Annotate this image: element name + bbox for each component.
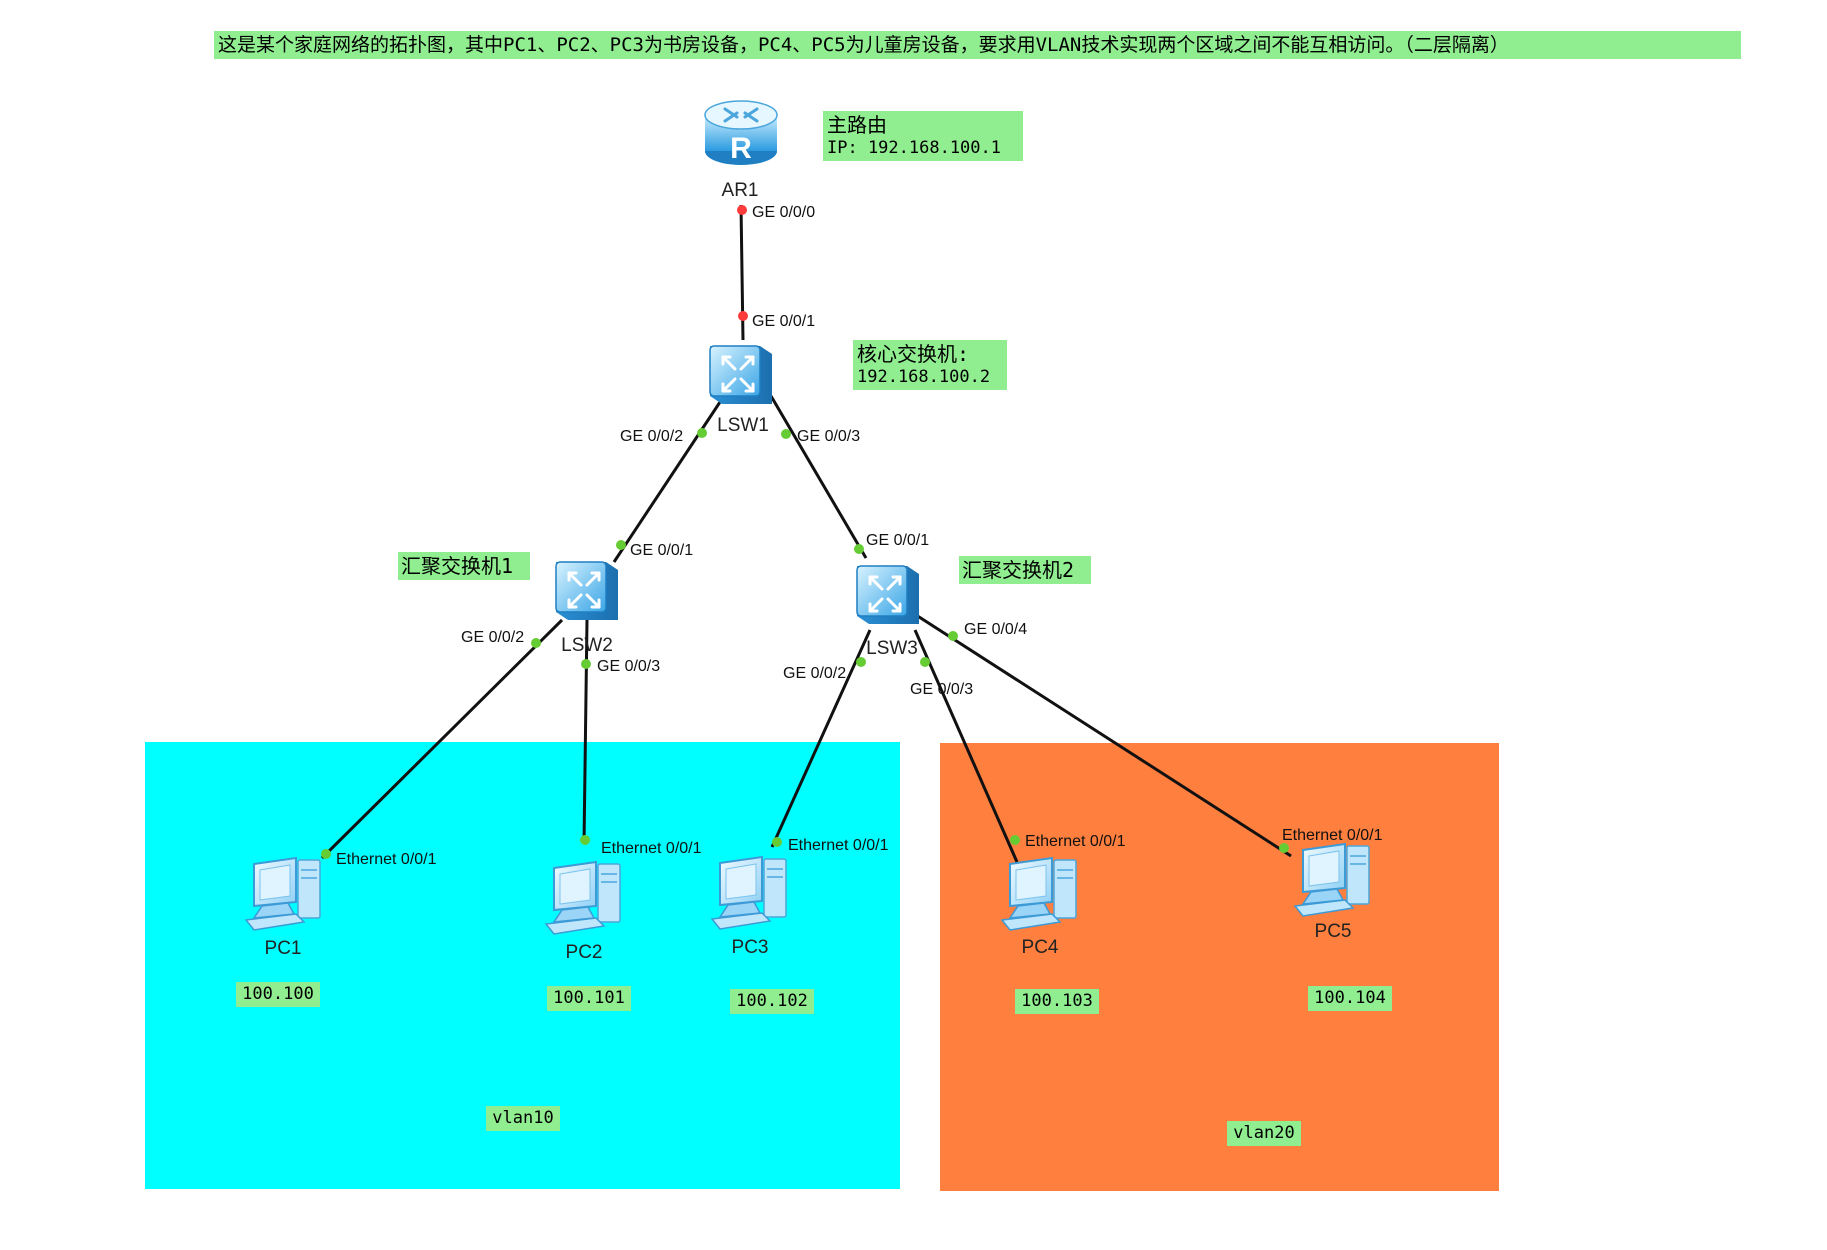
svg-text:R: R — [730, 132, 752, 165]
page-title: 这是某个家庭网络的拓扑图，其中PC1、PC2、PC3为书房设备，PC4、PC5为… — [214, 31, 1741, 59]
router-icon: R — [704, 100, 778, 165]
port-label-pc3-eth: Ethernet 0/0/1 — [788, 837, 889, 854]
switch-lsw1[interactable] — [708, 344, 774, 406]
router-ar1[interactable]: R — [704, 100, 778, 165]
device-label-ar1: AR1 — [722, 180, 759, 201]
pc3-ip-note: 100.102 — [730, 989, 814, 1014]
device-label-lsw2: LSW2 — [561, 635, 613, 656]
switch-lsw2[interactable] — [554, 560, 620, 622]
links — [320, 204, 1292, 863]
device-label-pc1: PC1 — [265, 938, 302, 959]
port-dot-lsw1-g001 — [738, 311, 748, 321]
link-lsw3-pc4 — [913, 629, 1019, 863]
device-label-pc3: PC3 — [732, 937, 769, 958]
switch-icon — [554, 560, 620, 622]
port-dot-lsw3-g001 — [854, 544, 864, 554]
core-switch-note-ip: 192.168.100.2 — [857, 367, 991, 387]
pc5-ip-note: 100.104 — [1308, 986, 1392, 1011]
port-label-lsw3-g002: GE 0/0/2 — [783, 665, 846, 682]
port-dots — [321, 205, 1289, 859]
agg-switch1-note: 汇聚交换机1 — [398, 552, 530, 580]
port-label-lsw2-g002: GE 0/0/2 — [461, 629, 524, 646]
core-switch-note: 核心交换机: 192.168.100.2 — [853, 340, 1007, 390]
port-dot-lsw3-g004 — [948, 631, 958, 641]
port-dot-ar1-g000 — [737, 205, 747, 215]
port-label-pc4-eth: Ethernet 0/0/1 — [1025, 833, 1126, 850]
device-label-pc2: PC2 — [566, 942, 603, 963]
vlan20-zone — [940, 743, 1499, 1191]
pc2-ip-note: 100.101 — [547, 986, 631, 1011]
vlan10-label: vlan10 — [486, 1106, 560, 1131]
port-dot-pc5-eth — [1279, 843, 1289, 853]
port-dot-lsw3-g002 — [856, 657, 866, 667]
port-dot-lsw1-g003 — [781, 429, 791, 439]
link-lsw2-pc2 — [582, 619, 589, 845]
port-label-lsw1-g002: GE 0/0/2 — [620, 428, 683, 445]
link-lsw3-pc3 — [770, 629, 872, 848]
vlan20-label: vlan20 — [1227, 1121, 1301, 1146]
port-label-lsw3-g004: GE 0/0/4 — [964, 621, 1027, 638]
port-label-lsw2-g001: GE 0/0/1 — [630, 542, 693, 559]
port-label-ar1-g000: GE 0/0/0 — [752, 204, 815, 221]
device-label-lsw3: LSW3 — [866, 638, 918, 659]
switch-icon — [708, 344, 774, 406]
port-label-pc5-eth: Ethernet 0/0/1 — [1282, 827, 1383, 844]
port-label-lsw1-g003: GE 0/0/3 — [797, 428, 860, 445]
router-note: 主路由 IP: 192.168.100.1 — [823, 111, 1023, 161]
router-note-ip: IP: 192.168.100.1 — [827, 138, 1001, 158]
switch-icon — [855, 564, 921, 626]
device-label-pc5: PC5 — [1315, 921, 1352, 942]
port-label-pc2-eth: Ethernet 0/0/1 — [601, 840, 702, 857]
agg-switch2-note: 汇聚交换机2 — [959, 556, 1091, 584]
link-lsw2-pc1 — [320, 618, 564, 860]
link-lsw3-pc5 — [915, 613, 1292, 858]
port-dot-pc1-eth — [321, 849, 331, 859]
port-label-lsw3-g003: GE 0/0/3 — [910, 681, 973, 698]
port-label-lsw1-g001: GE 0/0/1 — [752, 313, 815, 330]
port-dot-lsw3-g003 — [920, 657, 930, 667]
port-dot-pc2-eth — [580, 835, 590, 845]
device-label-pc4: PC4 — [1022, 937, 1059, 958]
port-dot-pc4-eth — [1010, 835, 1020, 845]
pc1-ip-note: 100.100 — [236, 982, 320, 1007]
port-dot-pc3-eth — [772, 837, 782, 847]
device-label-lsw1: LSW1 — [717, 415, 769, 436]
port-label-lsw3-g001: GE 0/0/1 — [866, 532, 929, 549]
link-lsw1-lsw3 — [769, 395, 868, 559]
switch-lsw3[interactable] — [855, 564, 921, 626]
port-dot-lsw2-g003 — [581, 659, 591, 669]
port-dot-lsw2-g002 — [531, 638, 541, 648]
port-dot-lsw2-g001 — [616, 540, 626, 550]
port-dot-lsw1-g002 — [697, 428, 707, 438]
router-note-name: 主路由 — [827, 113, 887, 137]
pc4-ip-note: 100.103 — [1015, 989, 1099, 1014]
core-switch-note-name: 核心交换机: — [857, 342, 970, 366]
link-lsw1-lsw2 — [612, 395, 726, 563]
port-label-lsw2-g003: GE 0/0/3 — [597, 658, 660, 675]
port-label-pc1-eth: Ethernet 0/0/1 — [336, 851, 437, 868]
